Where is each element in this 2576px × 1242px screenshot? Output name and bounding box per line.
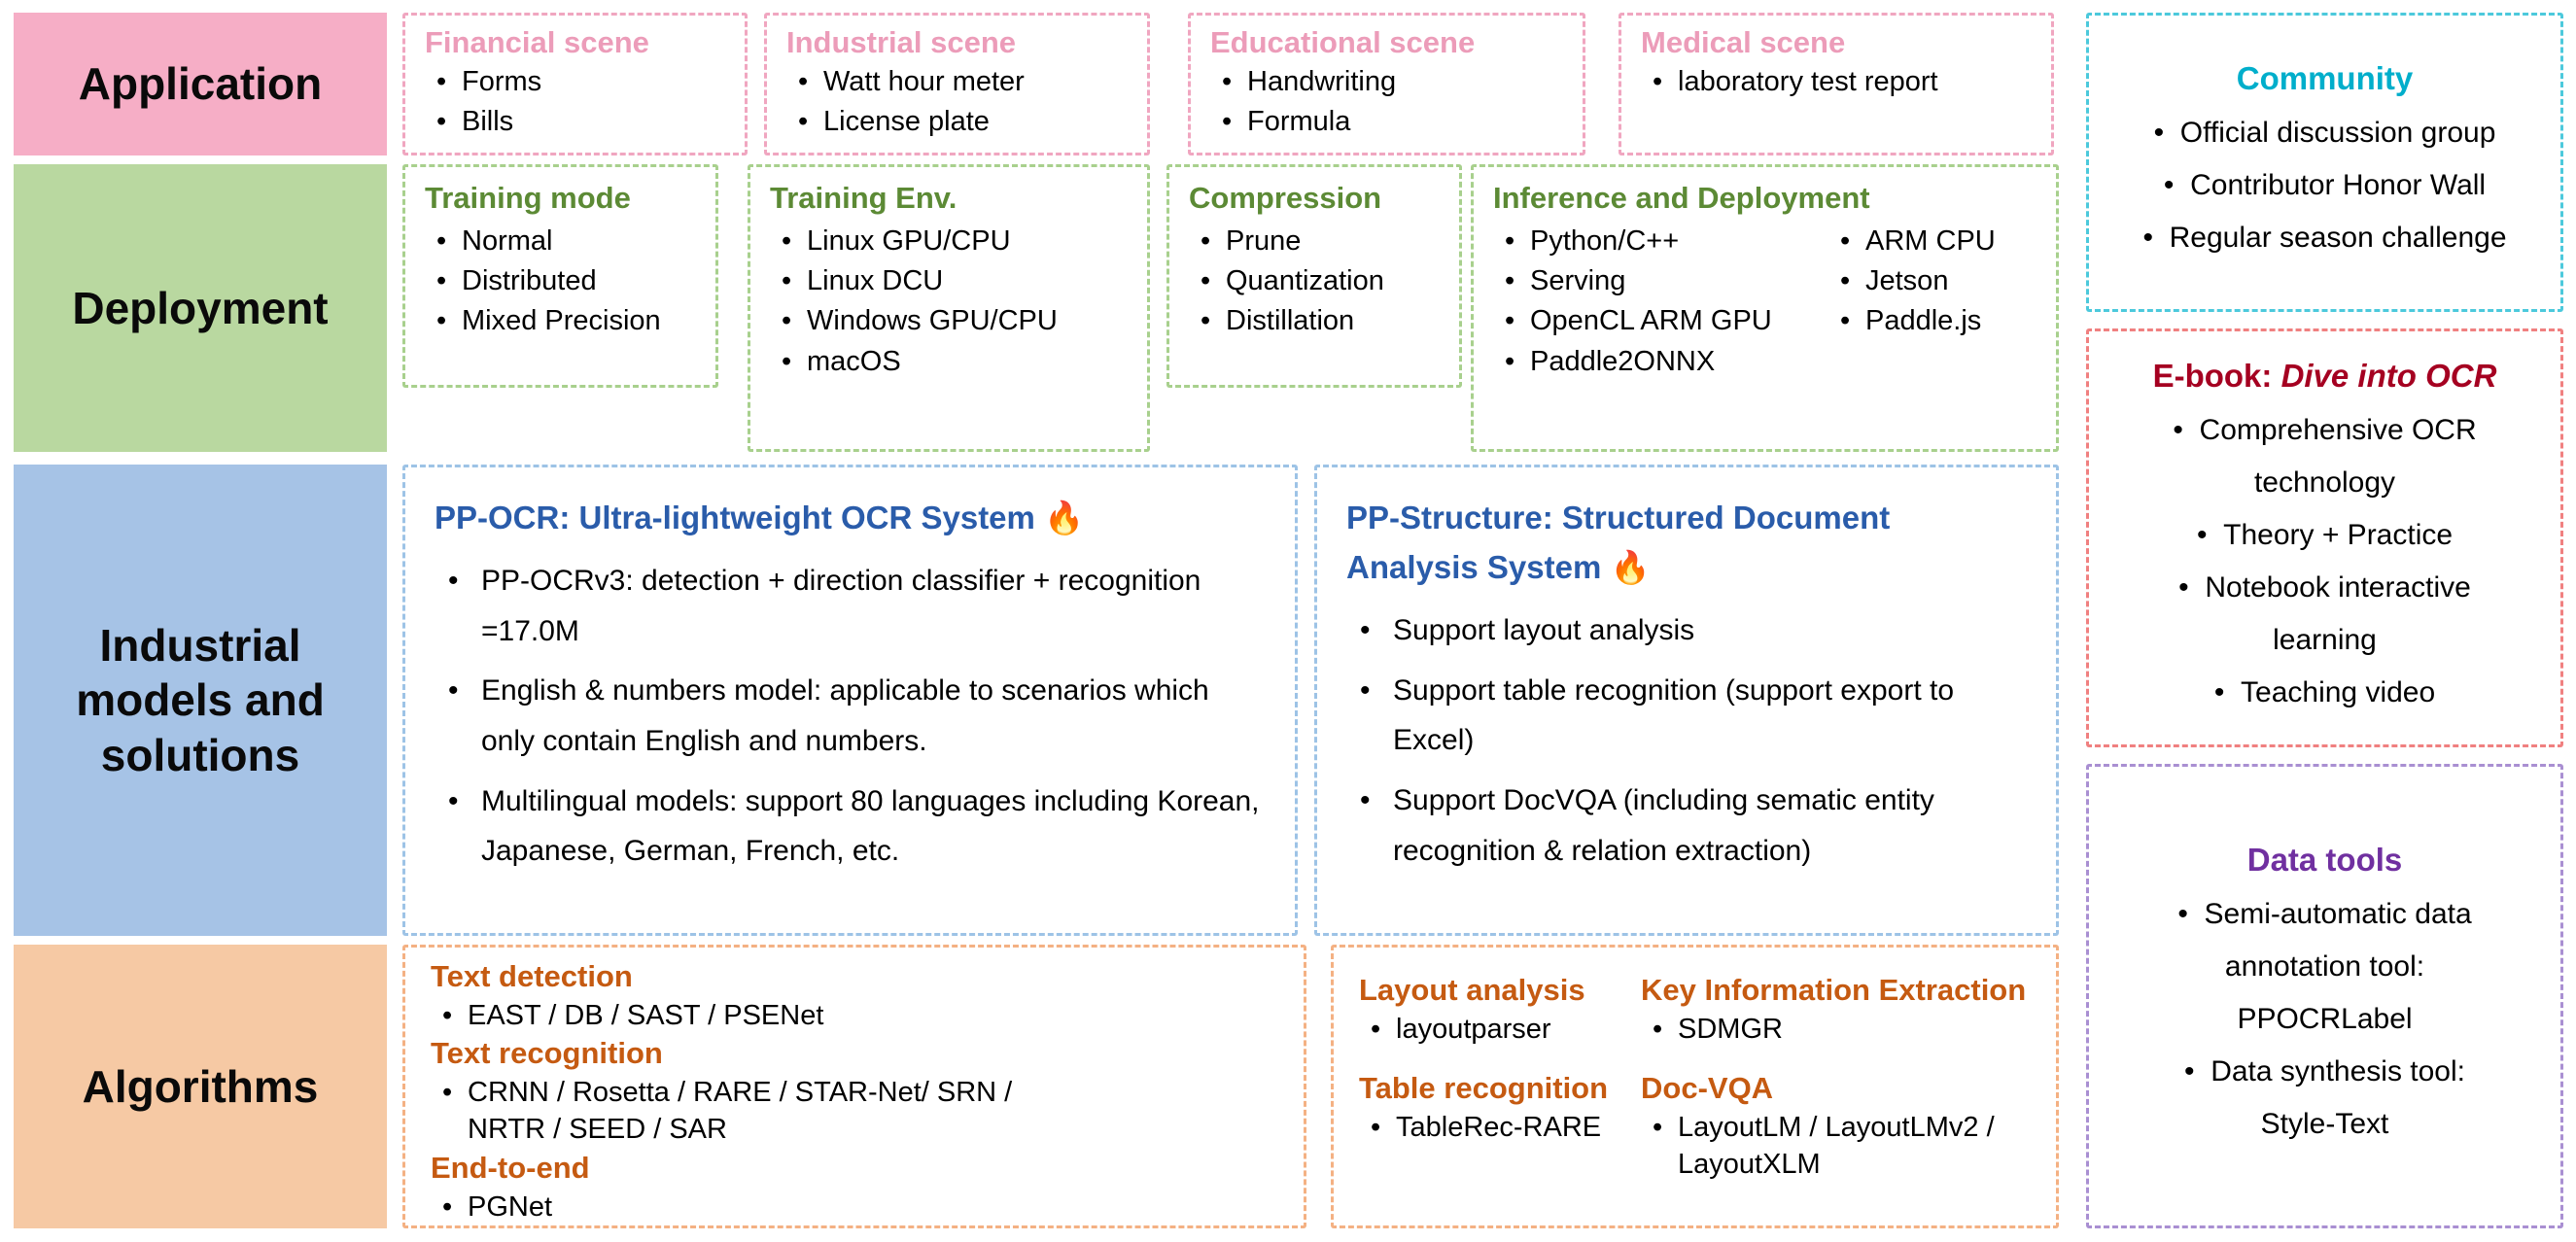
industrial-scene-title: Industrial scene — [786, 25, 1017, 59]
ebook-box: E-book: Dive into OCR Comprehensive OCR … — [2086, 328, 2563, 747]
list-item: TableRec-RARE — [1359, 1109, 1641, 1147]
financial-scene-title: Financial scene — [425, 25, 649, 59]
row-label-algorithms: Algorithms — [14, 945, 387, 1228]
list-item: Data synthesis tool: Style-Text — [2160, 1046, 2490, 1151]
inference-column-2: ARM CPU Jetson Paddle.js — [1828, 222, 2036, 382]
list-item: Support DocVQA (including sematic entity… — [1346, 776, 2027, 876]
educational-scene-box: Educational scene Handwriting Formula — [1188, 13, 1585, 155]
list-item: Normal — [425, 222, 696, 261]
list-item: laboratory test report — [1641, 62, 1969, 102]
list-item: Jetson — [1828, 261, 2036, 301]
community-title: Community — [2236, 60, 2414, 96]
layout-analysis-title: Layout analysis — [1359, 973, 1585, 1007]
algorithms-columns: Layout analysis layoutparser Table recog… — [1359, 971, 2031, 1184]
list-item: Official discussion group — [2154, 107, 2496, 159]
algorithms-column-1: Layout analysis layoutparser Table recog… — [1359, 971, 1641, 1184]
inference-column-1: Python/C++ Serving OpenCL ARM GPU Paddle… — [1493, 222, 1828, 382]
row-label-deployment: Deployment — [14, 164, 387, 452]
ebook-title: E-book: Dive into OCR — [2110, 358, 2539, 395]
pp-ocr-box: PP-OCR: Ultra-lightweight OCR System 🔥 P… — [402, 465, 1298, 936]
community-box: Community Official discussion group Cont… — [2086, 13, 2563, 312]
list-item: SDMGR — [1641, 1011, 2031, 1049]
pp-structure-title: PP-Structure: Structured Document Analys… — [1346, 493, 1968, 592]
list-item: CRNN / Rosetta / RARE / STAR-Net/ SRN / … — [431, 1074, 1090, 1149]
list-item: Regular season challenge — [2142, 212, 2507, 264]
list-item: Support layout analysis — [1346, 605, 2027, 656]
compression-title: Compression — [1189, 181, 1382, 215]
list-item: Prune — [1189, 222, 1440, 261]
medical-scene-title: Medical scene — [1641, 25, 1846, 59]
ebook-title-name: Dive into OCR — [2280, 357, 2497, 394]
row-label-application: Application — [14, 13, 387, 155]
data-tools-box: Data tools Semi-automatic data annotatio… — [2086, 764, 2563, 1228]
list-item: Paddle2ONNX — [1493, 342, 1828, 382]
list-item: Watt hour meter — [786, 62, 1128, 102]
text-detection-title: Text detection — [431, 959, 633, 993]
list-item: macOS — [770, 342, 1128, 382]
key-information-extraction-title: Key Information Extraction — [1641, 973, 2027, 1007]
list-item: Theory + Practice — [2197, 509, 2453, 562]
list-item: Python/C++ — [1493, 222, 1828, 261]
list-item: Handwriting — [1210, 62, 1563, 102]
training-env-title: Training Env. — [770, 181, 957, 215]
list-item: Comprehensive OCR technology — [2150, 404, 2500, 509]
inference-deployment-box: Inference and Deployment Python/C++ Serv… — [1471, 164, 2059, 452]
list-item: Formula — [1210, 102, 1563, 142]
list-item: Windows GPU/CPU — [770, 301, 1128, 341]
pp-ocr-title-text: PP-OCR: Ultra-lightweight OCR System — [435, 500, 1035, 535]
list-item: Mixed Precision — [425, 301, 696, 341]
list-item: Distributed — [425, 261, 696, 301]
algorithms-document-box: Layout analysis layoutparser Table recog… — [1331, 945, 2059, 1228]
training-mode-title: Training mode — [425, 181, 631, 215]
compression-box: Compression Prune Quantization Distillat… — [1166, 164, 1462, 388]
list-item: Semi-automatic data annotation tool: PPO… — [2160, 888, 2490, 1046]
list-item: English & numbers model: applicable to s… — [435, 666, 1266, 766]
list-item: Bills — [425, 102, 725, 142]
financial-scene-box: Financial scene Forms Bills — [402, 13, 748, 155]
pp-structure-title-text: PP-Structure: Structured Document Analys… — [1346, 500, 1891, 586]
educational-scene-title: Educational scene — [1210, 25, 1476, 59]
inference-columns: Python/C++ Serving OpenCL ARM GPU Paddle… — [1493, 222, 2036, 382]
list-item: Notebook interactive learning — [2150, 562, 2500, 667]
list-item: Forms — [425, 62, 725, 102]
data-tools-title: Data tools — [2246, 842, 2403, 878]
text-recognition-title: Text recognition — [431, 1036, 663, 1071]
list-item: Quantization — [1189, 261, 1440, 301]
table-recognition-title: Table recognition — [1359, 1071, 1609, 1106]
algorithms-column-2: Key Information Extraction SDMGR Doc-VQA… — [1641, 971, 2031, 1184]
list-item: Serving — [1493, 261, 1828, 301]
list-item: License plate — [786, 102, 1128, 142]
end-to-end-title: End-to-end — [431, 1150, 590, 1185]
fire-icon: 🔥 — [1044, 500, 1085, 535]
list-item: Multilingual models: support 80 language… — [435, 776, 1266, 877]
industrial-scene-box: Industrial scene Watt hour meter License… — [764, 13, 1150, 155]
pp-structure-box: PP-Structure: Structured Document Analys… — [1314, 465, 2059, 936]
list-item: OpenCL ARM GPU — [1493, 301, 1828, 341]
fire-icon: 🔥 — [1610, 549, 1651, 586]
list-item: EAST / DB / SAST / PSENet — [431, 997, 1278, 1035]
doc-vqa-title: Doc-VQA — [1641, 1071, 1774, 1106]
ebook-title-prefix: E-book: — [2152, 357, 2281, 394]
list-item: Teaching video — [2214, 667, 2435, 719]
training-env-box: Training Env. Linux GPU/CPU Linux DCU Wi… — [748, 164, 1150, 452]
list-item: layoutparser — [1359, 1011, 1641, 1049]
list-item: PP-OCRv3: detection + direction classifi… — [435, 556, 1266, 656]
list-item: Linux GPU/CPU — [770, 222, 1128, 261]
algorithms-text-box: Text detection EAST / DB / SAST / PSENet… — [402, 945, 1306, 1228]
list-item: Contributor Honor Wall — [2164, 159, 2486, 212]
list-item: LayoutLM / LayoutLMv2 / LayoutXLM — [1641, 1109, 2008, 1184]
list-item: Paddle.js — [1828, 301, 2036, 341]
list-item: Support table recognition (support expor… — [1346, 666, 2027, 766]
inference-deployment-title: Inference and Deployment — [1493, 181, 1870, 215]
list-item: ARM CPU — [1828, 222, 2036, 261]
training-mode-box: Training mode Normal Distributed Mixed P… — [402, 164, 718, 388]
medical-scene-box: Medical scene laboratory test report — [1619, 13, 2054, 155]
list-item: Linux DCU — [770, 261, 1128, 301]
list-item: PGNet — [431, 1189, 1278, 1226]
row-label-industrial-models: Industrial models and solutions — [14, 465, 387, 936]
list-item: Distillation — [1189, 301, 1440, 341]
pp-ocr-title: PP-OCR: Ultra-lightweight OCR System 🔥 — [435, 493, 1266, 542]
